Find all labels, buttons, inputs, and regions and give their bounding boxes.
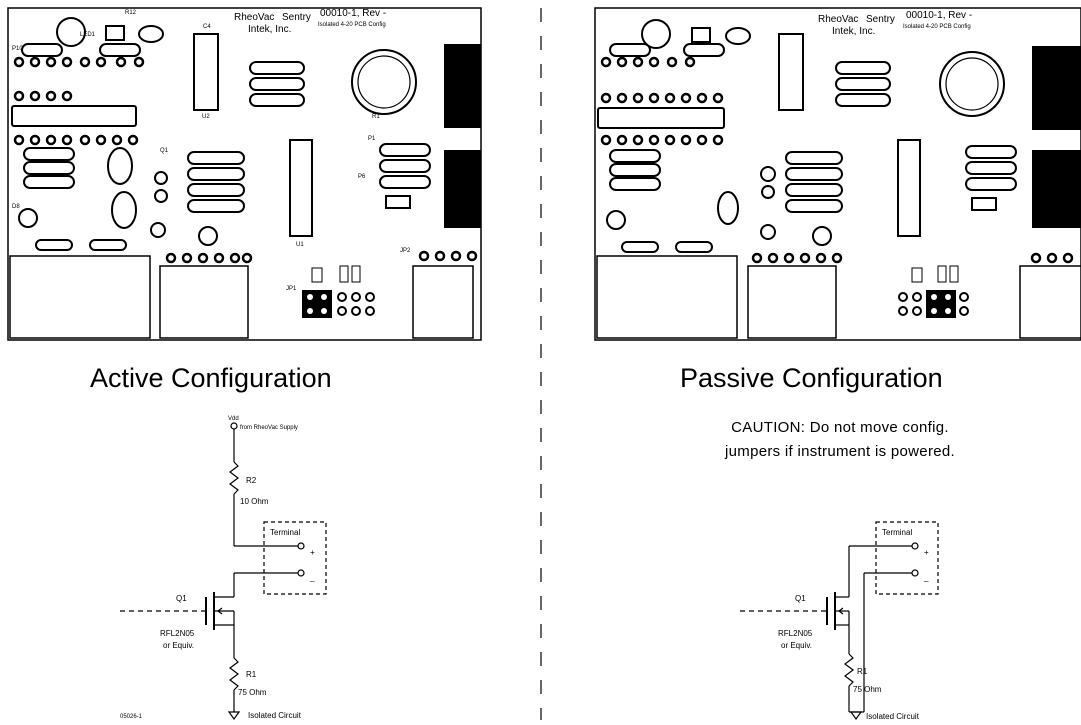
pcb-ic-u1 bbox=[289, 139, 313, 237]
pcb-model: Sentry bbox=[282, 12, 311, 23]
pcb-subtitle: Isolated 4-20 PCB Config bbox=[318, 22, 386, 28]
schematic-active bbox=[120, 422, 327, 721]
pcb-model-r: Sentry bbox=[866, 14, 895, 25]
ground-label-r: Isolated Circuit bbox=[866, 712, 920, 721]
resistor-r2 bbox=[229, 461, 239, 495]
vdd-note: from RheoVac Supply bbox=[240, 425, 298, 431]
q1-label: Q1 bbox=[176, 594, 187, 603]
caution-line-2: jumpers if instrument is powered. bbox=[725, 443, 955, 460]
pcb-label-p10: P10 bbox=[12, 46, 23, 52]
terminal-box-active bbox=[263, 521, 327, 595]
vdd-node bbox=[230, 422, 238, 430]
pcb-label-p1: P1 bbox=[368, 136, 376, 142]
pcb-terminal-block-3 bbox=[412, 265, 474, 339]
pcb-subtitle-r: Isolated 4-20 PCB Config bbox=[903, 24, 971, 30]
q1-part-r: RFL2N05 bbox=[778, 629, 813, 638]
pcb-board-active: RheoVac Sentry 00010-1, Rev - Intek, Inc… bbox=[7, 7, 482, 341]
pcb-terminal-block-1 bbox=[9, 255, 151, 339]
pcb-jumper-jp1-passive bbox=[898, 265, 969, 318]
q1-part: RFL2N05 bbox=[160, 629, 195, 638]
caution-note: CAUTION: Do not move config. jumpers if … bbox=[660, 416, 1020, 464]
pcb-maker: Intek, Inc. bbox=[248, 24, 291, 35]
ground-label: Isolated Circuit bbox=[248, 711, 302, 720]
pcb-pin-row-top bbox=[13, 56, 145, 146]
r1-value: 75 Ohm bbox=[238, 688, 267, 697]
resistor-r1 bbox=[229, 657, 239, 691]
pcb-label-jp2: JP2 bbox=[400, 248, 411, 254]
terminal-box-passive bbox=[875, 521, 939, 595]
pcb-label-d8: D8 bbox=[12, 204, 20, 210]
terminal-plus: + bbox=[310, 548, 315, 557]
pcb-ic-u2 bbox=[193, 33, 219, 111]
caution-line-1: CAUTION: Do not move config. bbox=[731, 419, 949, 436]
document-number: 05026-1 bbox=[120, 714, 143, 720]
q1-label-r: Q1 bbox=[795, 594, 806, 603]
r1-label-r: R1 bbox=[857, 667, 868, 676]
q1-part-alt-r: or Equiv. bbox=[781, 641, 812, 650]
pcb-brand-r: RheoVac bbox=[818, 14, 858, 25]
pcb-jumper-jp1 bbox=[302, 265, 375, 318]
terminal-label: Terminal bbox=[270, 528, 300, 537]
pcb-label-p6: P6 bbox=[358, 174, 366, 180]
title-active-configuration: Active Configuration bbox=[90, 363, 332, 393]
r1-label: R1 bbox=[246, 670, 257, 679]
title-passive-configuration: Passive Configuration bbox=[680, 363, 943, 393]
pcb-label-r12: R12 bbox=[125, 10, 137, 16]
pcb-label-jp1: JP1 bbox=[286, 286, 297, 292]
pcb-part-number-r: 00010-1, Rev - bbox=[906, 10, 972, 21]
pcb-large-circle bbox=[351, 49, 417, 115]
schematic-active-labels: Vdd from RheoVac Supply R2 10 Ohm Termin… bbox=[120, 416, 315, 720]
pcb-black-block-1 bbox=[444, 44, 481, 128]
pcb-terminal-block-2 bbox=[159, 265, 249, 339]
pcb-board-passive: RheoVac Sentry 00010-1, Rev - Intek, Inc… bbox=[594, 7, 1081, 341]
r1-value-r: 75 Ohm bbox=[853, 685, 882, 694]
r2-label: R2 bbox=[246, 476, 257, 485]
pcb-maker-r: Intek, Inc. bbox=[832, 26, 875, 37]
q1-part-alt: or Equiv. bbox=[163, 641, 194, 650]
terminal-minus: _ bbox=[309, 573, 315, 582]
terminal-label-r: Terminal bbox=[882, 528, 912, 537]
terminal-plus-r: + bbox=[924, 548, 929, 557]
terminal-minus-r: _ bbox=[923, 573, 929, 582]
r2-value: 10 Ohm bbox=[240, 497, 269, 506]
pcb-label-led1: LED1 bbox=[80, 32, 96, 38]
pcb-part-number: 00010-1, Rev - bbox=[320, 8, 386, 19]
pcb-brand: RheoVac bbox=[234, 12, 274, 23]
schematic-passive-labels: Terminal + _ Q1 RFL2N05 or Equiv. R1 75 … bbox=[778, 528, 929, 721]
pcb-label-r1: R1 bbox=[372, 114, 380, 120]
pcb-label-u1: U1 bbox=[296, 242, 304, 248]
vdd-label: Vdd bbox=[228, 416, 239, 422]
schematic-passive bbox=[740, 521, 939, 721]
pcb-black-block-2 bbox=[444, 150, 481, 228]
ground-symbol bbox=[227, 711, 241, 721]
pcb-ring-component bbox=[56, 17, 86, 47]
pcb-label-c4: C4 bbox=[203, 24, 211, 30]
pcb-label-u2: U2 bbox=[202, 114, 210, 120]
pcb-label-q1: Q1 bbox=[160, 148, 169, 154]
